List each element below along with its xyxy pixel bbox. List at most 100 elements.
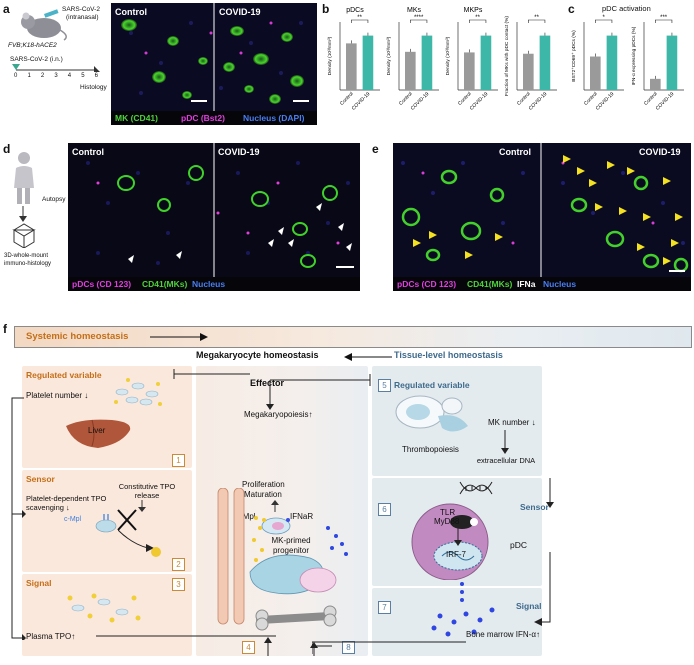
chart-bracket-2 bbox=[469, 19, 487, 23]
micrograph-e: Control COVID-19 bbox=[393, 143, 691, 277]
route-label: (intranasal) bbox=[66, 14, 99, 21]
panel-label-a: a bbox=[3, 2, 10, 16]
matur-label: Maturation bbox=[244, 490, 282, 499]
down-arrow-2: ↓ bbox=[66, 503, 70, 512]
box-number-3: 3 bbox=[172, 578, 185, 591]
micrograph-d-control-label: Control bbox=[72, 147, 104, 157]
tick-5: 5 bbox=[81, 73, 85, 79]
mouse-strain: FVB;K18-hACE2 bbox=[8, 42, 57, 49]
box-number-4: 4 bbox=[242, 641, 255, 654]
tissue-block-icon bbox=[12, 223, 36, 248]
thrombopoiesis-cells bbox=[395, 395, 468, 432]
chart-bar-1-0 bbox=[405, 51, 416, 90]
signal-left: Signal bbox=[26, 578, 52, 588]
tick-0: 0 bbox=[14, 73, 18, 79]
chart-bar-5-1 bbox=[666, 35, 678, 90]
ifn-dots bbox=[431, 582, 495, 637]
legend-bar-d: pDCs (CD 123) CD41(MKs) Nucleus bbox=[68, 277, 360, 291]
box-number-7: 7 bbox=[378, 601, 391, 614]
legend-a-pdc: pDC (Bst2) bbox=[181, 113, 225, 123]
plasma-to-bone-line bbox=[96, 635, 276, 637]
tick-2: 2 bbox=[40, 73, 45, 79]
chart-xtick-2-1: COVID-19 bbox=[469, 91, 490, 112]
chart-sig-4: * bbox=[602, 15, 605, 21]
legend-d-nuc: Nucleus bbox=[192, 279, 226, 289]
chart-bar-2-1 bbox=[480, 35, 492, 90]
micrograph-a-covid-label: COVID-19 bbox=[219, 7, 261, 17]
chart-bracket-3 bbox=[528, 19, 546, 23]
megakaryopoiesis-label: Megakaryopoiesis↑ bbox=[244, 410, 312, 419]
tpo-curve-arrow bbox=[118, 530, 154, 552]
signal-right: Signal bbox=[516, 601, 542, 611]
box-number-2: 2 bbox=[172, 558, 185, 571]
chart-title-1: MKs bbox=[407, 7, 422, 14]
legend-e-mk: CD41(MKs) bbox=[467, 279, 513, 289]
legend-e-ifn: IFNa bbox=[517, 279, 536, 289]
tlr-label: TLR bbox=[440, 508, 456, 517]
plasma-tpo: Plasma TPO↑ bbox=[26, 632, 75, 641]
histology-label: Histology bbox=[80, 84, 107, 91]
legend-bar-a: MK (CD41) pDC (Bst2) Nucleus (DAPI) bbox=[111, 111, 317, 125]
prolif-label: Proliferation bbox=[242, 480, 285, 489]
tick-6: 6 bbox=[94, 73, 98, 79]
micrograph-d-cells bbox=[68, 143, 360, 277]
sensor-left: Sensor bbox=[26, 474, 55, 484]
chart-sig-3: ** bbox=[534, 15, 539, 21]
chart-bracket-1 bbox=[410, 19, 428, 23]
mk-number-label: MK number ↓ bbox=[488, 418, 536, 427]
panel-label-d: d bbox=[3, 142, 11, 156]
micrograph-a-cells bbox=[111, 3, 317, 111]
dna-icon bbox=[459, 481, 493, 495]
chart-ylabel-3: Fraction of MKs with pDC contact (%) bbox=[504, 16, 510, 96]
chart-title-2: MKPs bbox=[464, 7, 483, 14]
sensor-right: Sensor bbox=[520, 502, 549, 512]
plasma-platelets-icon bbox=[67, 593, 141, 623]
tick-1: 1 bbox=[27, 73, 31, 79]
panel-label-f: f bbox=[3, 322, 7, 336]
chart-bracket-4 bbox=[595, 19, 613, 23]
plasma-tpo-text: Plasma TPO bbox=[26, 632, 72, 641]
right-box-3 bbox=[372, 588, 542, 656]
irf7-arrow bbox=[454, 528, 462, 546]
down-arrow: ↓ bbox=[84, 391, 89, 400]
effector-inhibit-lines bbox=[173, 369, 371, 410]
scavenging-text: Platelet-dependent TPO scavenging bbox=[26, 494, 107, 512]
tick-4: 4 bbox=[67, 73, 72, 79]
chart-sig-0: ** bbox=[357, 15, 362, 21]
chart-3: Fraction of MKs with pDC contact (%)Cont… bbox=[504, 15, 557, 112]
mk-number-text: MK number bbox=[488, 418, 530, 427]
chart-sig-2: ** bbox=[475, 15, 480, 21]
box-number-6: 6 bbox=[378, 503, 391, 516]
charts-c: BST2⁺CD69⁺ pDCs (%)ControlCOVID-19*IFN-α… bbox=[571, 15, 684, 112]
chart-bracket-5 bbox=[655, 19, 673, 23]
timeline-axis bbox=[12, 64, 100, 72]
cmpl-label-mid: c-Mpl bbox=[236, 512, 256, 521]
bone-marrow-illustration bbox=[217, 488, 348, 631]
pdc-label: pDC bbox=[510, 540, 528, 550]
up-arrow-2: ↑ bbox=[308, 410, 313, 419]
mk-primed-label: MK-primed progenitor bbox=[271, 536, 311, 555]
box-number-1: 1 bbox=[172, 454, 185, 467]
chart-xtick-3-1: COVID-19 bbox=[528, 91, 549, 112]
chart-bar-5-0 bbox=[650, 78, 661, 90]
systemic-bar bbox=[14, 326, 692, 348]
chart-xtick-1-1: COVID-19 bbox=[410, 91, 431, 112]
platelet-number: Platelet number ↓ bbox=[26, 391, 88, 400]
chart-xtick-4-1: COVID-19 bbox=[595, 91, 616, 112]
micrograph-e-covid-label: COVID-19 bbox=[639, 147, 681, 157]
tissue-arrow bbox=[344, 353, 392, 361]
effector-label: Effector bbox=[250, 378, 285, 388]
chart-ylabel-0: Density (10³/mm³) bbox=[327, 36, 333, 75]
chart-bar-2-0 bbox=[464, 52, 475, 90]
micrograph-a: Control COVID-19 bbox=[111, 3, 317, 111]
mk-homeostasis-label: Megakaryocyte homeostasis bbox=[196, 350, 319, 360]
person-icon bbox=[14, 152, 34, 204]
mk-number-arrow bbox=[501, 430, 509, 454]
timeline-ticks: 0 1 2 3 4 5 6 bbox=[14, 73, 98, 79]
micrograph-e-control-label: Control bbox=[499, 147, 531, 157]
down-arrow-icon bbox=[19, 206, 27, 222]
